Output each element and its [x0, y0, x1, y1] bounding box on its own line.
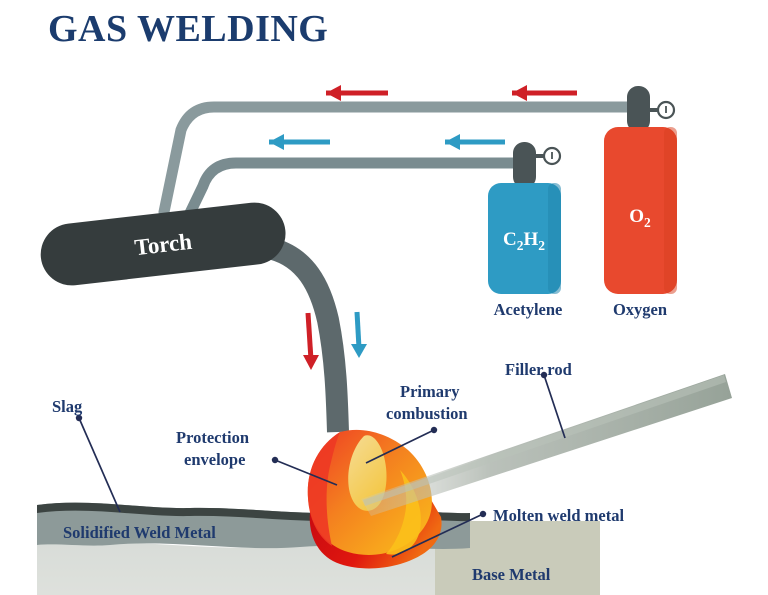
gas-hoses [158, 101, 647, 219]
leader-molten-weld-metal [391, 513, 484, 558]
leader-dot-protection-envelope [271, 456, 279, 464]
filler-rod-highlight [363, 375, 726, 506]
oxygen-valve-stem [627, 86, 650, 132]
flow-arrows-torch [303, 311, 367, 370]
acetylene-flow-arrow-1 [269, 134, 330, 150]
acetylene-cylinder[interactable]: C2H2 Acetylene [488, 142, 562, 319]
oxygen-caption: Oxygen [613, 300, 667, 319]
oxygen-pressure-gauge [648, 100, 676, 120]
leader-protection-envelope [274, 459, 338, 486]
annotation-labels: Slag Protection envelope Primary combust… [52, 360, 624, 584]
page-title: GAS WELDING [48, 8, 328, 50]
oxygen-flow-arrow-2 [512, 85, 577, 101]
torch-body[interactable]: Torch [37, 199, 288, 288]
leader-dot-primary-combustion [430, 426, 438, 434]
label-protection-envelope-line2: envelope [184, 450, 245, 469]
acetylene-formula-label: C2H2 [503, 229, 545, 253]
torch-handle[interactable] [37, 199, 288, 288]
acetylene-valve-stem [513, 142, 536, 188]
label-primary-combustion-line1: Primary [400, 382, 460, 401]
acetylene-hose [184, 157, 532, 219]
leader-filler-rod [543, 374, 566, 439]
torch-acetylene-arrow [351, 311, 367, 358]
label-molten-weld-metal: Molten weld metal [493, 506, 624, 525]
leader-dot-molten-weld-metal [479, 510, 487, 518]
leader-dot-filler-rod [540, 371, 548, 379]
label-slag: Slag [52, 397, 83, 416]
oxygen-cylinder-body[interactable] [604, 127, 677, 294]
oxygen-cylinder-shading [664, 127, 677, 294]
oxygen-flow-arrow-1 [326, 85, 388, 101]
leader-lines [75, 371, 566, 558]
acetylene-caption: Acetylene [494, 300, 563, 319]
torch-oxygen-arrow [303, 312, 319, 370]
label-solidified-weld-metal: Solidified Weld Metal [63, 523, 216, 542]
leader-dot-slag [75, 414, 83, 422]
filler-rod [361, 374, 732, 516]
oxygen-formula-label: O2 [629, 206, 651, 230]
acetylene-pressure-gauge [534, 146, 562, 166]
oxygen-cylinder[interactable]: O2 Oxygen [604, 86, 677, 319]
flame-inner-cone [348, 435, 387, 511]
acetylene-flow-arrow-2 [445, 134, 505, 150]
label-filler-rod: Filler rod [505, 360, 572, 379]
acetylene-cylinder-body[interactable] [488, 183, 561, 294]
flame-protection-envelope-edge [307, 432, 340, 546]
label-primary-combustion-line2: combustion [386, 404, 468, 423]
label-base-metal: Base Metal [472, 565, 551, 584]
leader-slag [78, 417, 121, 513]
flow-arrows-hoses [269, 85, 577, 150]
label-protection-envelope-line1: Protection [176, 428, 249, 447]
torch-neck-tube [269, 238, 349, 433]
leader-primary-combustion [365, 429, 435, 464]
oxygen-hose [158, 101, 647, 218]
acetylene-cylinder-shading [548, 183, 561, 294]
